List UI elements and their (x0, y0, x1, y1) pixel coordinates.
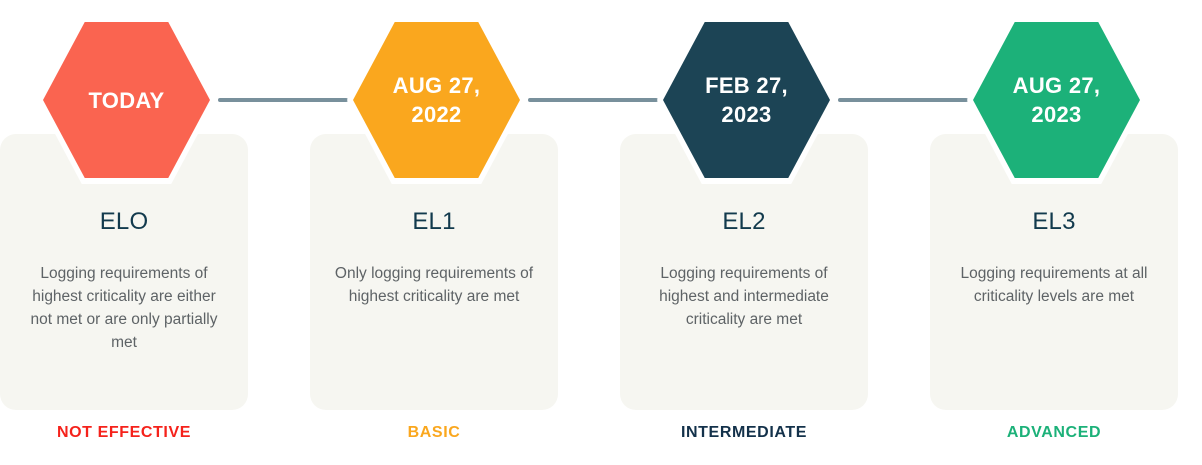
hexagon-marker-aug-27-2022[interactable]: AUG 27, 2022 (353, 22, 520, 178)
maturity-label-basic: BASIC (407, 424, 461, 441)
connector-line-3 (838, 98, 968, 102)
stage-level-title: EL2 (722, 208, 766, 235)
connector-line-1 (218, 98, 348, 102)
hexagon-marker-label: TODAY (88, 87, 165, 113)
stage-description: Only logging requirements of highest cri… (334, 265, 534, 305)
timeline-stage-elo[interactable]: ELO Logging requirements of highest crit… (0, 0, 248, 465)
timeline-stage-el3[interactable]: EL3 Logging requirements at all critical… (930, 0, 1178, 465)
hexagon-marker-label: FEB 27, 2023 (705, 73, 788, 127)
connector-line-2 (528, 98, 658, 102)
maturity-label-not-effective: NOT EFFECTIVE (56, 424, 192, 441)
hexagon-marker-label: AUG 27, 2022 (392, 73, 481, 127)
stage-description: Logging requirements of highest and inte… (659, 265, 829, 328)
stage-level-title: EL1 (412, 208, 456, 235)
timeline-stage-el2[interactable]: EL2 Logging requirements of highest and … (620, 0, 868, 465)
hexagon-marker-label: AUG 27, 2023 (1012, 73, 1101, 127)
maturity-label-intermediate: INTERMEDIATE (680, 424, 807, 441)
stage-description: Logging requirements of highest critical… (30, 265, 218, 351)
stage-level-title: EL3 (1032, 208, 1076, 235)
stage-level-title: ELO (99, 208, 149, 235)
timeline-stage-el1[interactable]: EL1 Only logging requirements of highest… (310, 0, 558, 465)
stage-description: Logging requirements at all criticality … (960, 265, 1148, 305)
maturity-label-advanced: ADVANCED (1006, 424, 1102, 441)
